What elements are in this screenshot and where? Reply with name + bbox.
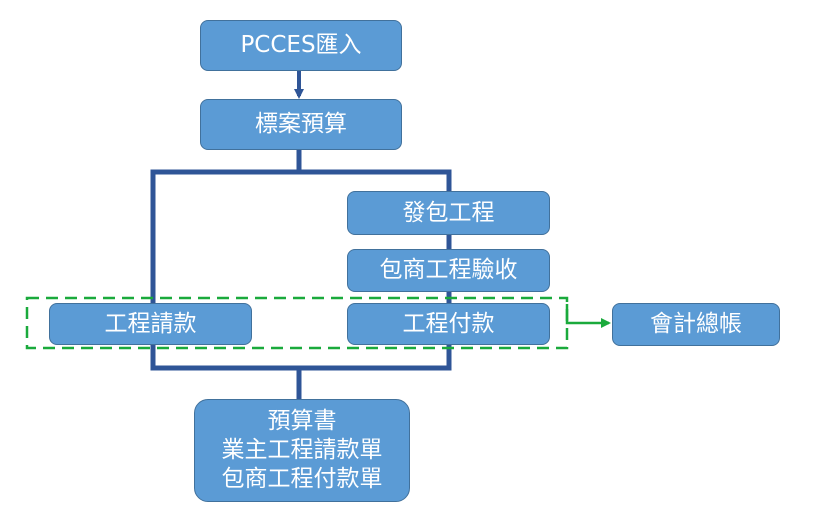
output-doc-owner-request: 業主工程請款單 (221, 437, 383, 464)
node-accounting-ledger: 會計總帳 (612, 303, 780, 346)
payment-highlight-box (25, 296, 569, 350)
node-contract-award: 發包工程 (347, 191, 550, 235)
output-doc-budget: 預算書 (267, 408, 337, 435)
output-doc-contractor-payment: 包商工程付款單 (221, 465, 383, 492)
node-output-documents: 預算書 業主工程請款單 包商工程付款單 (194, 399, 410, 502)
node-tender-budget: 標案預算 (200, 99, 402, 150)
arrow-to-ledger (565, 304, 611, 328)
node-owner-request: 工程請款 (49, 303, 252, 345)
node-contractor-acceptance: 包商工程驗收 (347, 249, 550, 292)
node-contractor-payment: 工程付款 (347, 303, 550, 345)
node-pcces-import: PCCES匯入 (200, 20, 402, 71)
